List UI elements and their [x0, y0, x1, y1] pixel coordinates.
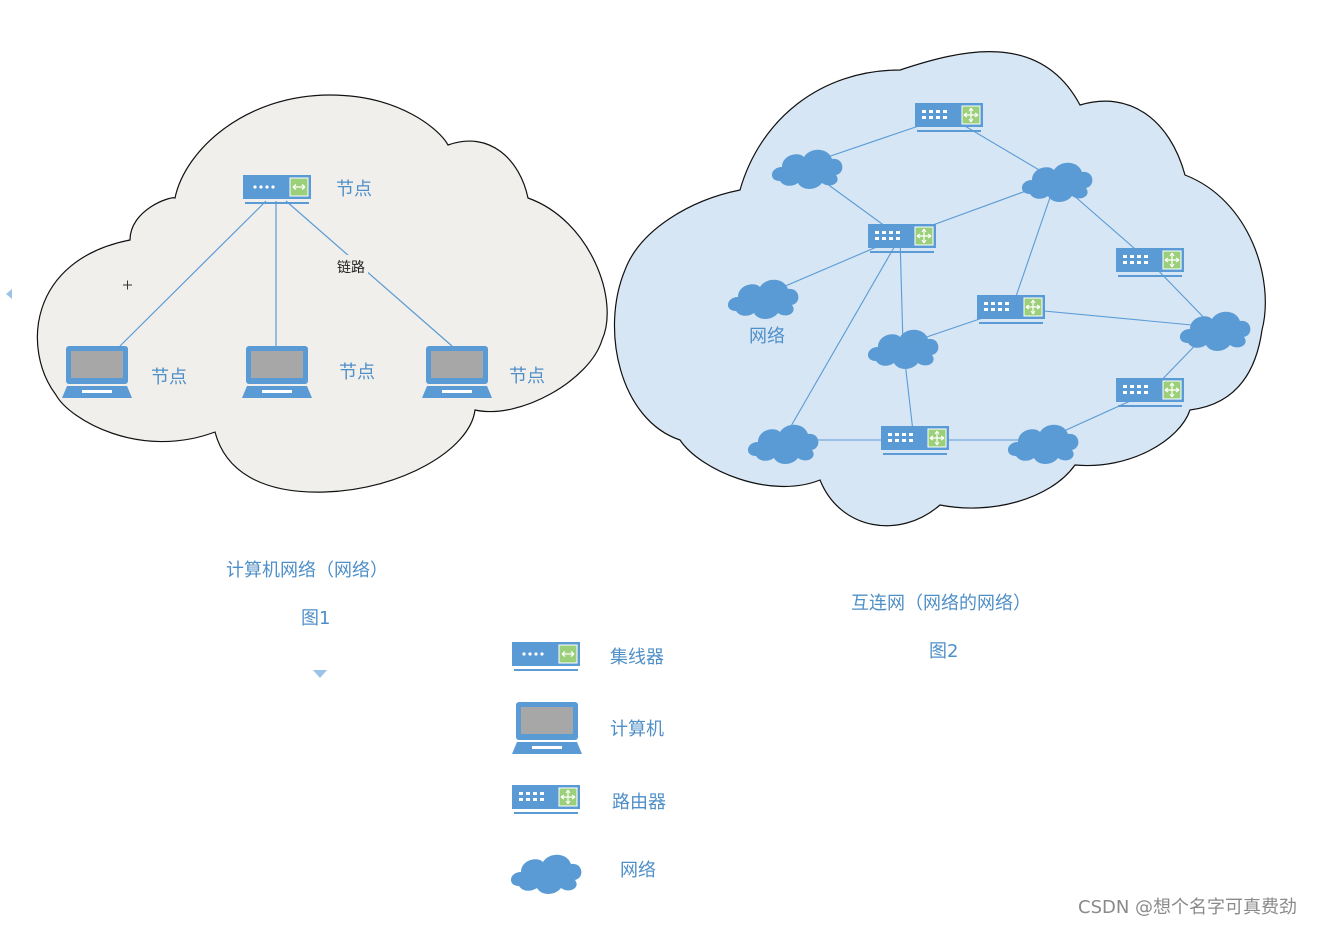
node-label-mid: 节点: [339, 362, 375, 383]
laptop-icon: [512, 702, 582, 754]
link-hub-laptop-right: [285, 200, 453, 347]
node-label-left: 节点: [151, 367, 187, 388]
link: [1011, 179, 1057, 309]
figure2-label: 图2: [929, 641, 958, 662]
hub-icon: [511, 641, 581, 672]
laptop-icon: [422, 346, 492, 398]
node-label-top: 节点: [336, 179, 372, 200]
crosshair-icon: [123, 280, 132, 290]
figure1-cloud: [36, 94, 608, 493]
laptop-icon: [242, 346, 312, 398]
legend-network-label: 网络: [620, 860, 656, 881]
figure1-caption: 计算机网络（网络）: [226, 560, 388, 581]
legend-hub-label: 集线器: [610, 647, 664, 668]
router-icon: [511, 784, 581, 815]
network-label: 网络: [749, 326, 785, 347]
link: [899, 236, 904, 346]
link: [1011, 307, 1214, 328]
watermark: CSDN @想个名字可真费劲: [1078, 897, 1298, 918]
laptop-icon: [62, 346, 132, 398]
down-arrow-icon: [313, 670, 327, 678]
left-arrow-icon: [6, 289, 12, 299]
link-hub-laptop-left: [119, 200, 267, 347]
network-cloud-icon: [510, 854, 582, 894]
link-label: 链路: [337, 260, 365, 276]
link: [1149, 261, 1214, 328]
figure1-links: [119, 200, 453, 347]
node-label-right: 节点: [509, 366, 545, 387]
figure1-label: 图1: [301, 608, 330, 629]
link: [782, 236, 901, 441]
legend: 集线器 计算机 路由器 网络: [510, 641, 666, 894]
legend-computer-label: 计算机: [610, 719, 664, 740]
figure2-caption: 互连网（网络的网络）: [851, 593, 1031, 614]
legend-router-label: 路由器: [612, 792, 666, 813]
